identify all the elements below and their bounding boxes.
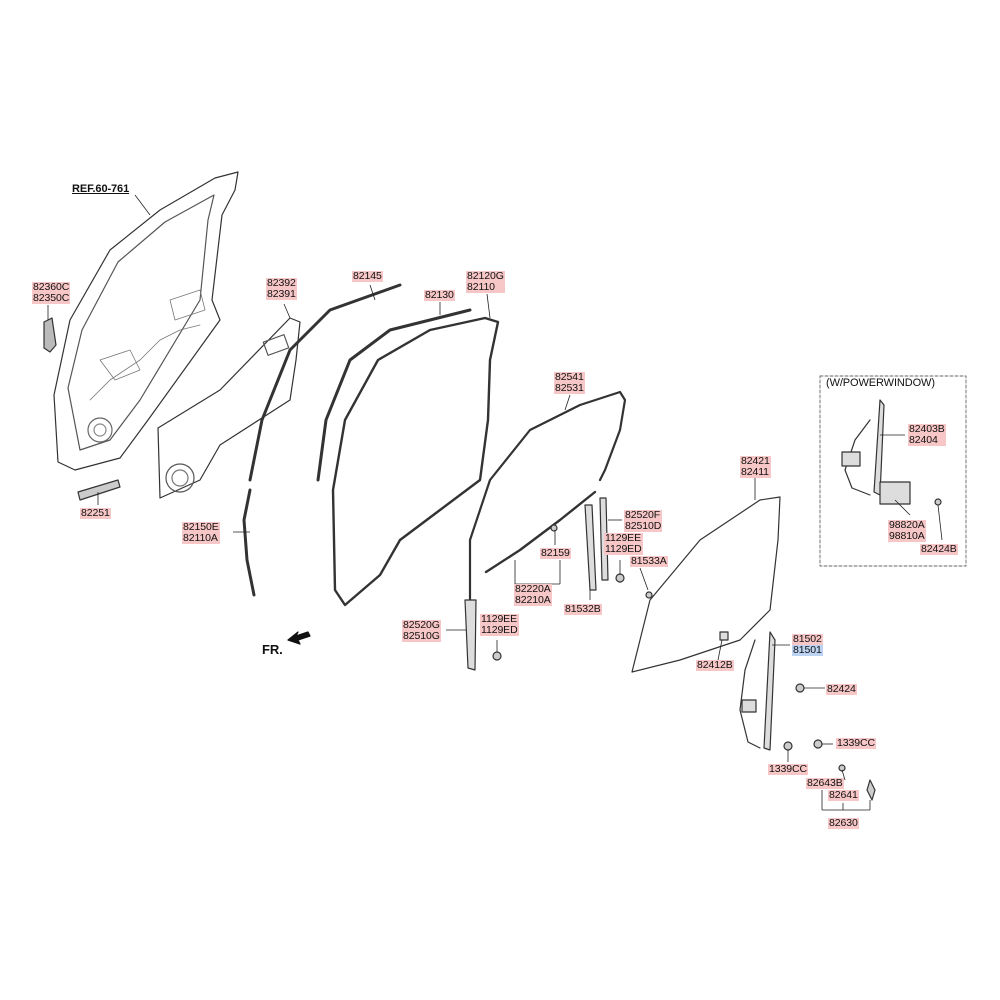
- callout-82145[interactable]: 82145: [352, 270, 383, 282]
- callout-82424b[interactable]: 82424B: [920, 543, 958, 555]
- option-box-title: (W/POWERWINDOW): [826, 377, 935, 389]
- door-glass-part: [631, 496, 781, 673]
- reference-label[interactable]: REF.60-761: [72, 183, 130, 195]
- run-channel-part: [248, 283, 402, 482]
- door-inner-panel: [53, 171, 239, 471]
- trim-panel-part: [157, 317, 301, 499]
- glass-run-frame-part: [468, 390, 627, 602]
- callout-1339cc-right[interactable]: 1339CC: [836, 737, 876, 749]
- window-regulator-part: [719, 631, 876, 801]
- callout-82159[interactable]: 82159: [540, 547, 571, 559]
- inside-handle-part: [43, 317, 57, 353]
- callout-82130[interactable]: 82130: [424, 289, 455, 301]
- callout-81532b[interactable]: 81532B: [564, 603, 602, 615]
- power-window-option-box: [819, 375, 967, 567]
- callout-82643b[interactable]: 82643B: [806, 777, 844, 789]
- front-arrow-icon: [287, 631, 311, 645]
- weatherstrip-82251-part: [77, 479, 121, 501]
- callout-82424[interactable]: 82424: [826, 683, 857, 695]
- door-weatherstrip-82130-part: [316, 308, 472, 482]
- callout-81533a[interactable]: 81533A: [630, 555, 668, 567]
- callout-1339cc-left[interactable]: 1339CC: [768, 763, 808, 775]
- callout-82641[interactable]: 82641: [828, 789, 859, 801]
- door-opening-weatherstrip-part: [331, 316, 500, 607]
- division-channel-part: [484, 490, 597, 574]
- callout-82251[interactable]: 82251: [80, 507, 111, 519]
- callout-82630[interactable]: 82630: [828, 817, 859, 829]
- power-window-regulator-part: [841, 399, 942, 506]
- callout-82412b[interactable]: 82412B: [696, 659, 734, 671]
- front-direction-label: FR.: [262, 642, 283, 657]
